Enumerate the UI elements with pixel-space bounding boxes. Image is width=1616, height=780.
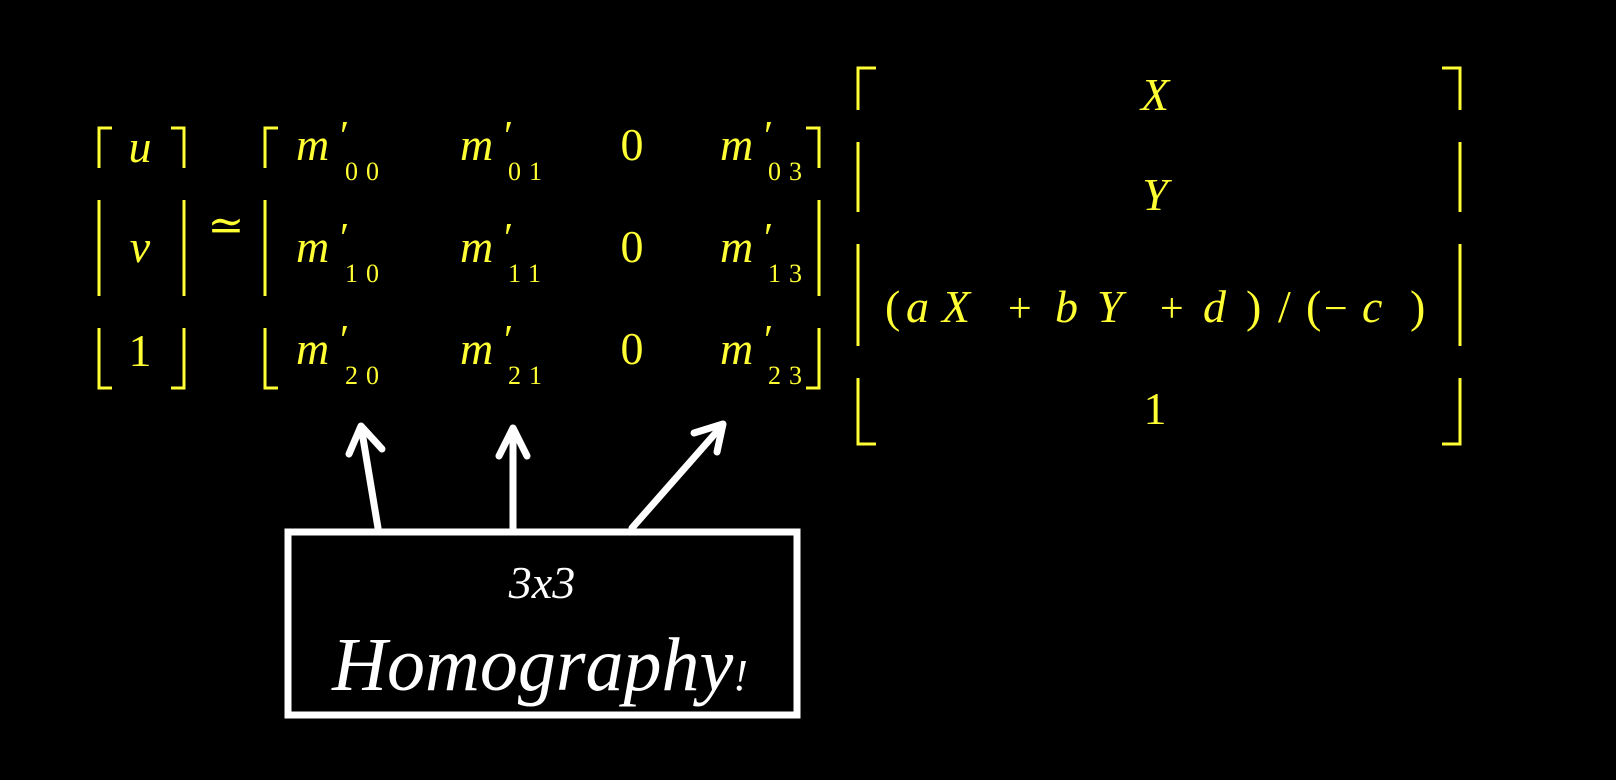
matrix-prime: ′ — [340, 318, 349, 364]
callout-exclamation: ! — [733, 651, 748, 700]
paren-open: ( — [885, 281, 900, 332]
coef-b: b — [1055, 281, 1078, 332]
coef-d: d — [1203, 281, 1227, 332]
arrow-up-icon — [495, 424, 531, 532]
matrix-entry-m03: m ′ 03 — [720, 114, 810, 186]
rhs-entry-X: X — [1139, 69, 1171, 120]
plus-sign: + — [1160, 286, 1184, 332]
matrix-subscript: 00 — [345, 157, 387, 186]
var-X: X — [940, 281, 972, 332]
plus-sign: + — [1008, 286, 1032, 332]
rhs-entry-1: 1 — [1144, 383, 1167, 434]
matrix-subscript: 21 — [508, 361, 550, 390]
coef-c: c — [1362, 281, 1382, 332]
matrix-zero-row1: 0 — [621, 221, 644, 272]
matrix-subscript: 23 — [768, 361, 810, 390]
matrix-symbol: m — [296, 221, 329, 272]
matrix-prime: ′ — [764, 318, 773, 364]
matrix-zero-row0: 0 — [621, 119, 644, 170]
matrix-prime: ′ — [340, 216, 349, 262]
matrix-prime: ′ — [764, 114, 773, 160]
coef-a: a — [906, 281, 929, 332]
matrix-symbol: m — [460, 221, 493, 272]
callout-title: Homography! — [331, 623, 748, 707]
callout-box — [284, 528, 801, 719]
matrix-subscript: 10 — [345, 259, 387, 288]
paren-close: ) — [1410, 281, 1425, 332]
rhs-entry-plane-depth: ( a X + b Y + d ) / ( − c ) — [885, 281, 1425, 332]
paren-open: ( — [1306, 281, 1321, 332]
matrix-left-bracket — [263, 126, 278, 390]
rhs-right-bracket — [1442, 66, 1462, 446]
minus-sign: − — [1324, 286, 1348, 332]
matrix-prime: ′ — [504, 216, 513, 262]
matrix-subscript: 13 — [768, 259, 810, 288]
matrix-entry-m00: m ′ 00 — [296, 114, 387, 186]
lhs-entry-v: v — [130, 221, 151, 272]
matrix-subscript: 20 — [345, 361, 387, 390]
matrix-symbol: m — [720, 323, 753, 374]
lhs-entry-u: u — [129, 121, 152, 172]
rhs-entry-Y: Y — [1142, 169, 1172, 220]
matrix-subscript: 01 — [508, 157, 550, 186]
matrix-entry-m21: m ′ 21 — [460, 318, 550, 390]
matrix-symbol: m — [460, 323, 493, 374]
projection-matrix: m ′ 00 m ′ 01 0 m ′ 03 m ′ 10 m ′ 11 0 m — [263, 114, 821, 390]
approx-equal-symbol: ≃ — [208, 201, 245, 250]
lhs-right-bracket — [171, 126, 186, 390]
matrix-zero-row2: 0 — [621, 323, 644, 374]
divide-slash: / — [1278, 281, 1291, 332]
matrix-symbol: m — [296, 119, 329, 170]
matrix-entry-m10: m ′ 10 — [296, 216, 387, 288]
rhs-vector: X Y ( a X + b Y + d ) / ( − c ) 1 — [856, 66, 1462, 446]
matrix-entry-m20: m ′ 20 — [296, 318, 387, 390]
matrix-prime: ′ — [340, 114, 349, 160]
arrow-up-right-icon — [628, 420, 727, 532]
callout-title-word: Homography — [331, 623, 733, 707]
matrix-symbol: m — [720, 119, 753, 170]
matrix-entry-m23: m ′ 23 — [720, 318, 810, 390]
matrix-symbol: m — [296, 323, 329, 374]
matrix-entry-m11: m ′ 11 — [460, 216, 549, 288]
arrow-up-icon — [345, 422, 386, 532]
var-Y: Y — [1097, 281, 1127, 332]
homography-callout: 3x3 Homography! — [284, 528, 801, 719]
matrix-symbol: m — [720, 221, 753, 272]
matrix-prime: ′ — [764, 216, 773, 262]
lhs-entry-1: 1 — [129, 325, 152, 376]
lhs-vector: u v 1 — [97, 121, 186, 390]
matrix-symbol: m — [460, 119, 493, 170]
matrix-prime: ′ — [504, 114, 513, 160]
lhs-left-bracket — [97, 126, 112, 390]
paren-close: ) — [1246, 281, 1261, 332]
rhs-left-bracket — [856, 66, 876, 446]
matrix-entry-m13: m ′ 13 — [720, 216, 810, 288]
matrix-subscript: 11 — [508, 259, 549, 288]
matrix-right-bracket — [806, 126, 821, 390]
matrix-prime: ′ — [504, 318, 513, 364]
callout-dimension-label: 3x3 — [508, 557, 575, 608]
matrix-subscript: 03 — [768, 157, 810, 186]
matrix-entry-m01: m ′ 01 — [460, 114, 550, 186]
